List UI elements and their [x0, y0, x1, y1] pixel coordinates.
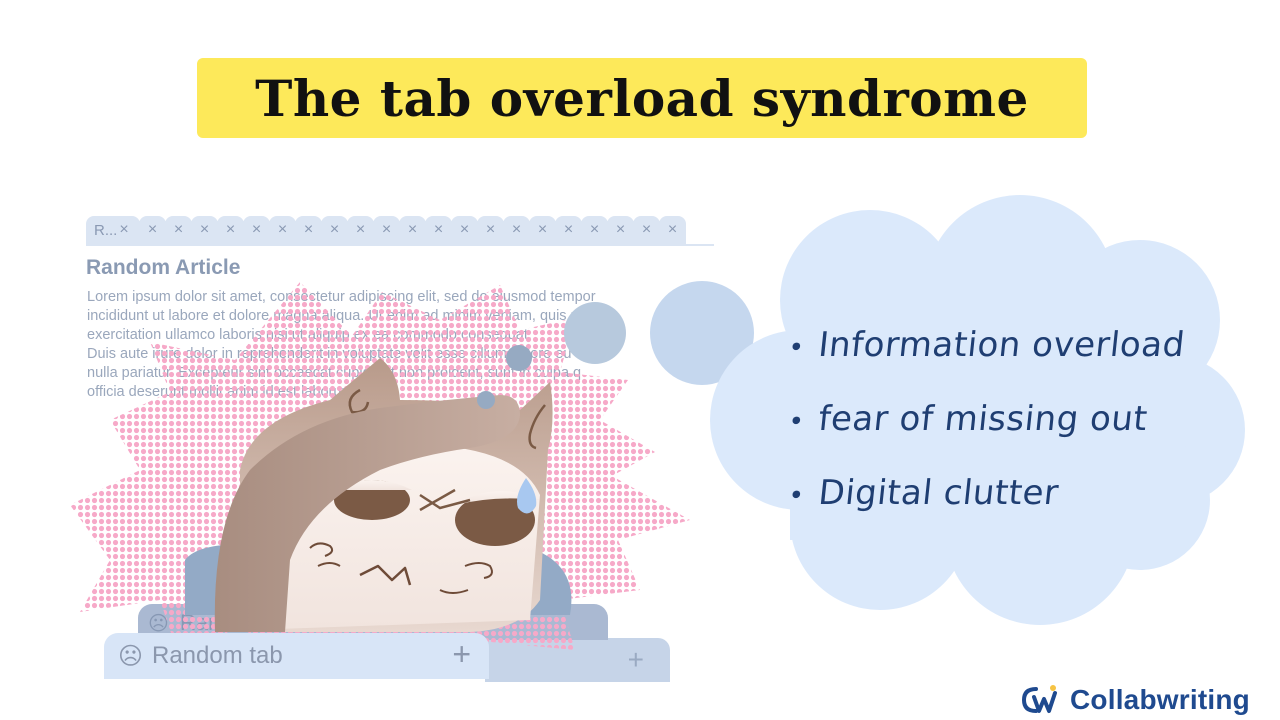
close-icon[interactable]: ×	[303, 221, 314, 238]
close-icon[interactable]: ×	[147, 221, 158, 238]
tab-label: R...	[94, 221, 118, 239]
close-icon[interactable]: ×	[277, 221, 288, 238]
tab-label: Random tab	[152, 642, 283, 669]
browser-tab[interactable]: ×	[581, 216, 608, 244]
collabwriting-logo-icon	[1021, 685, 1057, 713]
thought-point: •fear of missing out	[786, 399, 1150, 439]
page-title: The tab overload syndrome	[255, 68, 1029, 128]
close-icon[interactable]: ×	[459, 221, 470, 238]
close-icon[interactable]: ×	[225, 221, 236, 238]
close-icon[interactable]: ×	[485, 221, 496, 238]
close-icon[interactable]: ×	[589, 221, 600, 238]
browser-tab-first[interactable]: R... ×	[86, 216, 140, 244]
sad-face-icon: ☹	[118, 643, 144, 670]
browser-tab[interactable]: ×	[217, 216, 244, 244]
browser-tab[interactable]: ×	[347, 216, 374, 244]
cat-eye-left	[334, 480, 410, 520]
browser-tab[interactable]: ×	[607, 216, 634, 244]
thought-point: •Digital clutter	[786, 473, 1061, 513]
browser-tab[interactable]: ×	[321, 216, 348, 244]
browser-tab[interactable]: ×	[243, 216, 270, 244]
browser-tab[interactable]: ×	[555, 216, 582, 244]
article-line: Lorem ipsum dolor sit amet, consectetur …	[87, 289, 596, 305]
cat-face	[250, 444, 540, 630]
close-icon[interactable]: ×	[407, 221, 418, 238]
browser-tab[interactable]: ×	[633, 216, 660, 244]
close-icon[interactable]: ×	[615, 221, 626, 238]
browser-tab[interactable]: ×	[295, 216, 322, 244]
browser-tab[interactable]: ×	[191, 216, 218, 244]
close-icon[interactable]: ×	[199, 221, 210, 238]
cat-eye-right	[455, 494, 535, 546]
close-icon[interactable]: ×	[641, 221, 652, 238]
bottom-tab-back[interactable]: +	[485, 638, 670, 682]
close-icon[interactable]: ×	[329, 221, 340, 238]
close-icon[interactable]: ×	[511, 221, 522, 238]
browser-tab[interactable]: ×	[139, 216, 166, 244]
close-icon[interactable]: ×	[667, 221, 678, 238]
close-icon[interactable]: ×	[251, 221, 262, 238]
browser-tab[interactable]: ×	[503, 216, 530, 244]
close-icon[interactable]: ×	[433, 221, 444, 238]
close-icon[interactable]: ×	[173, 221, 184, 238]
browser-tab[interactable]: ×	[659, 216, 686, 244]
browser-tab[interactable]: ×	[451, 216, 478, 244]
close-icon[interactable]: ×	[355, 221, 366, 238]
brand-logo[interactable]: Collabwriting	[1020, 682, 1250, 718]
thought-point: •Information overload	[786, 325, 1187, 365]
browser-tab[interactable]: ×	[165, 216, 192, 244]
bottom-tab-front[interactable]: ☹ Random tab +	[104, 633, 489, 679]
article-body: Lorem ipsum dolor sit amet, consectetur …	[87, 288, 687, 402]
new-tab-plus-icon[interactable]: +	[452, 636, 471, 672]
article-line: officia deserunt mollit anim id est labo…	[87, 384, 358, 400]
browser-tab[interactable]: ×	[399, 216, 426, 244]
browser-tab[interactable]: ×	[425, 216, 452, 244]
cat-arm	[214, 395, 520, 632]
brand-name: Collabwriting	[1070, 684, 1250, 715]
close-icon[interactable]: ×	[381, 221, 392, 238]
title-highlight: The tab overload syndrome	[197, 58, 1087, 138]
article-title: Random Article	[86, 256, 241, 279]
tab-strip: R... × × × × × × × × × × × × × × × × × × × × × ×	[86, 216, 686, 244]
article-line: nulla pariatur. Excepteur sint occaecat …	[87, 365, 582, 381]
browser-tab[interactable]: ×	[269, 216, 296, 244]
article-panel: Random Article Lorem ipsum dolor sit ame…	[86, 244, 714, 416]
close-icon[interactable]: ×	[119, 221, 129, 238]
browser-tab[interactable]: ×	[373, 216, 400, 244]
new-tab-plus-icon[interactable]: +	[627, 644, 644, 675]
close-icon[interactable]: ×	[563, 221, 574, 238]
browser-tab[interactable]: ×	[529, 216, 556, 244]
article-line: exercitation ullamco laboris nisi ut ali…	[87, 327, 532, 343]
article-line: incididunt ut labore et dolore magna ali…	[87, 308, 594, 324]
article-line: Duis aute irure dolor in reprehenderit i…	[87, 346, 572, 362]
thought-points-list: •Information overload •fear of missing o…	[787, 316, 1187, 538]
browser-tab[interactable]: ×	[477, 216, 504, 244]
sweat-drop	[517, 478, 537, 514]
close-icon[interactable]: ×	[537, 221, 548, 238]
